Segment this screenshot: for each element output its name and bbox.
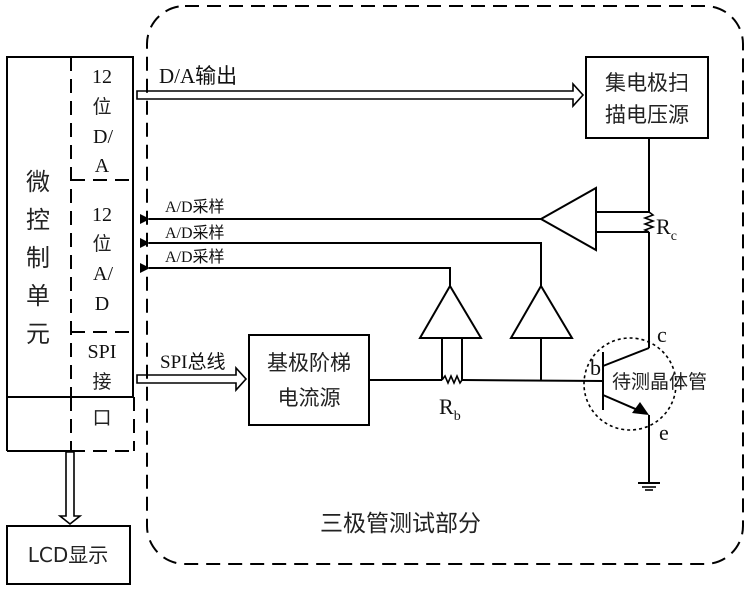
pin-b-label: b — [590, 355, 601, 380]
spi-bus-label: SPI总线 — [160, 351, 225, 373]
da-port-line-1: 12 — [92, 66, 112, 88]
da-output-label: D/A输出 — [159, 64, 237, 88]
ad-port-line-4: D — [95, 293, 109, 315]
ad-port-line-3: A/ — [93, 263, 113, 285]
mcu-title-5: 元 — [26, 320, 50, 348]
spi-port-line-2: 接 — [92, 371, 111, 393]
mcu-title-2: 控 — [26, 206, 50, 234]
ad-sample-line-2 — [140, 238, 542, 286]
lcd-block: LCD显示 — [6, 525, 131, 585]
spi-port-line-1: SPI — [88, 341, 117, 363]
rc-amplifier — [538, 186, 649, 252]
rb-label: Rb — [439, 394, 461, 424]
mcu-title-4: 单 — [26, 282, 50, 310]
rb-amplifier — [418, 284, 483, 380]
spi-bus-arrow — [136, 365, 248, 393]
rb-resistor — [441, 373, 463, 386]
mcu-to-lcd-arrow — [57, 451, 83, 526]
ad-port-line-2: 位 — [92, 233, 111, 255]
da-port-line-3: D/ — [93, 126, 113, 148]
da-port-line-4: A — [95, 155, 110, 177]
transistor-label: 待测晶体管 — [612, 371, 707, 393]
ad-sample-line-3 — [140, 263, 451, 286]
rc-resistor — [642, 211, 656, 233]
pin-e-label: e — [659, 420, 669, 445]
da-port-line-2: 位 — [92, 96, 111, 118]
pin-c-label: c — [657, 322, 667, 347]
ad-sample-label-1: A/D采样 — [165, 198, 225, 216]
mcu-block: 微 控 制 单 元 12 位 D/ A 12 位 A/ D SPI 接 口 — [6, 56, 134, 429]
collector-source-line-2: 描电压源 — [605, 103, 689, 127]
mcu-title-1: 微 — [26, 168, 50, 196]
transistor-under-test — [583, 337, 677, 491]
lcd-label: LCD显示 — [28, 543, 109, 567]
rc-label: Rc — [656, 214, 677, 244]
ad-sample-label-3: A/D采样 — [165, 248, 225, 266]
vbe-amplifier — [509, 284, 574, 381]
test-section-boundary — [146, 5, 744, 565]
spi-port-line-3: 口 — [92, 407, 111, 429]
da-output-arrow — [136, 81, 585, 109]
mcu-title-3: 制 — [26, 244, 50, 272]
collector-source-line-1: 集电极扫 — [605, 71, 689, 95]
collector-voltage-source: 集电极扫 描电压源 — [585, 56, 709, 139]
test-section-label: 三极管测试部分 — [320, 511, 481, 537]
base-source-line-1: 基极阶梯 — [267, 351, 351, 375]
base-source-line-2: 电流源 — [278, 386, 341, 410]
ad-port-line-1: 12 — [92, 204, 112, 226]
base-current-source: 基极阶梯 电流源 — [248, 334, 370, 426]
ad-sample-label-2: A/D采样 — [165, 224, 225, 242]
